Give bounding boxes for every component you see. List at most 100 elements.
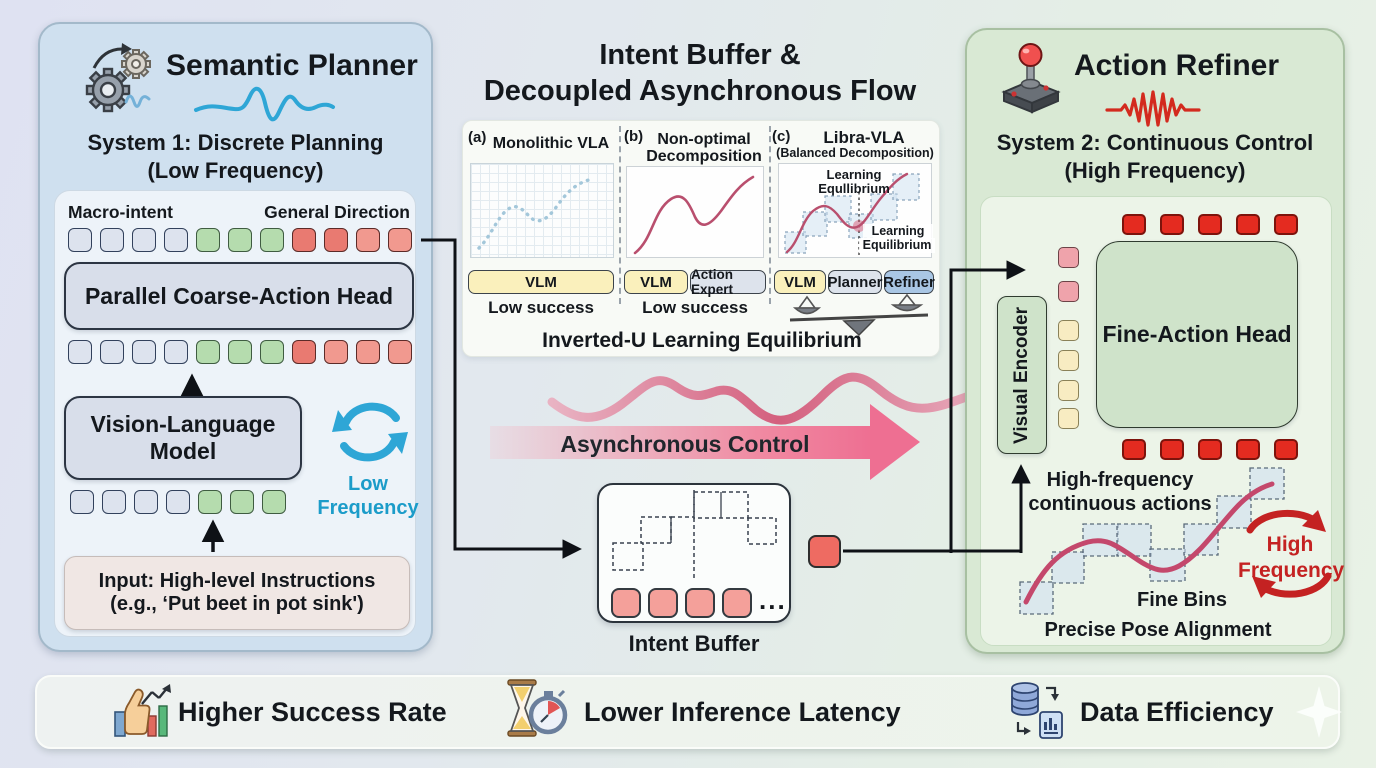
semantic-planner-title: Semantic Planner [166, 49, 418, 82]
vlm-bar-label: VLM [784, 273, 816, 291]
token-row-mid [68, 340, 412, 364]
intent-token [1058, 247, 1079, 268]
low-frequency-label-line1: Low [348, 473, 388, 495]
token-row-output [68, 228, 412, 252]
gears-icon [85, 43, 151, 113]
coarse-action-head-label: Parallel Coarse-Action Head [84, 282, 394, 309]
token-red [324, 228, 348, 252]
low-frequency-cycle-icon [332, 402, 408, 462]
red-squiggle-icon [1105, 90, 1201, 127]
vlm-bar-label: VLM [640, 273, 672, 291]
input-label-line2: (e.g., ‘Put beet in pot sink') [110, 593, 364, 615]
token-gray [100, 228, 124, 252]
token-green [260, 340, 284, 364]
action-square [1122, 214, 1146, 235]
panel-c-title: Libra-VLA [823, 128, 905, 147]
sparkle-icon [1296, 686, 1342, 738]
blue-wave-icon [194, 86, 335, 122]
divider [769, 126, 771, 304]
system2-line1: System 2: Continuous Control [996, 130, 1314, 155]
buffer-token [685, 588, 715, 618]
token-gray [68, 228, 92, 252]
async-arrow-head [870, 404, 920, 480]
hf-actions-line2: continuous actions [1028, 493, 1212, 515]
token-gray [70, 490, 94, 514]
vision-language-model-box: Vision-Language Model [64, 396, 302, 480]
panel-b-chart [626, 166, 764, 258]
token-gray [68, 340, 92, 364]
token-green [262, 490, 286, 514]
buffer-staircase-pattern [612, 490, 777, 579]
token-red-light [388, 228, 412, 252]
panel-c-chart: Learning Equllibrium Learning Equilibriu… [778, 163, 935, 258]
action-square [1236, 439, 1260, 460]
panel-b-title-line1: Non-optimal [657, 131, 751, 148]
action-chunk-row-bottom [1122, 439, 1298, 460]
high-frequency-label-line2: Frequency [1238, 559, 1345, 582]
vlm-label-line2: Model [149, 438, 217, 464]
center-title-line2: Decoupled Asynchronous Flow [483, 75, 917, 107]
action-square [1274, 214, 1298, 235]
panel-c-refiner-bar: Refiner [883, 270, 935, 294]
token-green [196, 340, 220, 364]
footer-item-data: Data Efficiency [1080, 697, 1274, 727]
panel-a-chart [470, 163, 614, 258]
panel-c-subtitle: (Balanced Decomposition) [776, 146, 934, 160]
buffer-token-row [611, 588, 752, 618]
panel-a-vlm-bar: VLM [468, 270, 614, 294]
high-frequency-label-line1: High [1266, 533, 1314, 556]
intent-buffer-label: Intent Buffer [628, 631, 760, 656]
token-red-light [324, 340, 348, 364]
low-frequency-label-line2: Frequency [317, 497, 419, 519]
visual-token [1058, 320, 1079, 341]
panel-b-action-expert-bar: Action Expert [690, 267, 766, 297]
panel-c-ann-bottom-line2: Equilibrium [859, 238, 935, 254]
visual-token [1058, 350, 1079, 371]
system1-line1: System 1: Discrete Planning [87, 130, 384, 155]
action-expert-bar-label: Action Expert [691, 267, 734, 297]
buffer-token [722, 588, 752, 618]
precise-pose-label: Precise Pose Alignment [1044, 619, 1272, 641]
footer-item-success: Higher Success Rate [178, 697, 447, 727]
panel-c-ann-bottom-line1: Learning [863, 224, 933, 240]
token-gray [134, 490, 158, 514]
token-red [292, 228, 316, 252]
action-refiner-title: Action Refiner [1074, 49, 1280, 82]
token-green [198, 490, 222, 514]
footer-bar [35, 675, 1340, 749]
visual-encoder-box: Visual Encoder [997, 296, 1047, 454]
token-gray [164, 228, 188, 252]
panel-a-tag: (a) [468, 129, 487, 146]
system2-line2: (High Frequency) [1064, 158, 1246, 183]
panel-c-ann-top-line1: Learning [826, 167, 882, 182]
token-green [228, 340, 252, 364]
divider [619, 126, 621, 304]
action-square [1160, 214, 1184, 235]
emitted-intent-token [808, 535, 841, 568]
buffer-ellipsis: ... [759, 585, 787, 615]
center-title-line1: Intent Buffer & [599, 39, 801, 71]
vlm-label-line1: Vision-Language [90, 411, 276, 437]
token-green [196, 228, 220, 252]
high-frequency-cycle-icon [1246, 509, 1332, 598]
token-green [230, 490, 254, 514]
action-chunk-row-top [1122, 214, 1298, 235]
token-green [260, 228, 284, 252]
panel-c-tag: (c) [772, 128, 791, 145]
token-row-input [70, 490, 286, 514]
hourglass-stopwatch-icon [507, 679, 568, 737]
input-instructions-box: Input: High-level Instructions (e.g., ‘P… [64, 556, 410, 630]
input-label-line1: Input: High-level Instructions [98, 570, 376, 592]
async-arrow-band [490, 426, 872, 459]
coarse-action-head-box: Parallel Coarse-Action Head [64, 262, 414, 330]
fine-bins-staircase [1019, 467, 1285, 615]
token-green [228, 228, 252, 252]
buffer-token [648, 588, 678, 618]
joystick-icon [1001, 43, 1061, 114]
fine-action-head-box: Fine-Action Head [1096, 241, 1298, 428]
token-gray [100, 340, 124, 364]
general-direction-label: General Direction [264, 202, 410, 222]
visual-token [1058, 380, 1079, 401]
